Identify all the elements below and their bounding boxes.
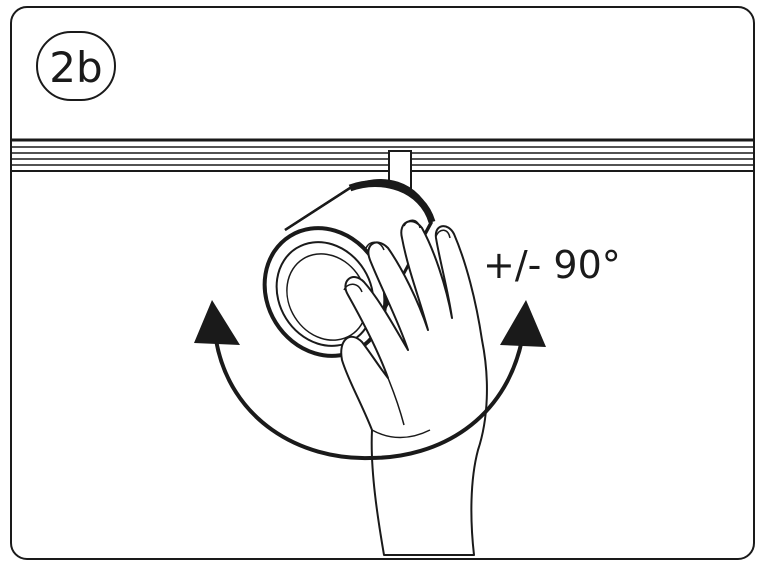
spotlight [262,179,436,358]
rotation-arc [214,339,524,461]
left-arrowhead [194,300,240,345]
step-badge: 2b [36,31,116,101]
hand-illustration [340,219,488,556]
step-badge-outline [36,31,116,101]
right-arrowhead [500,300,546,347]
step-number: 2b [49,43,102,92]
rotation-angle-label: +/- 90° [483,243,621,287]
rotation-arrow [194,300,546,461]
track-rail [11,138,754,172]
